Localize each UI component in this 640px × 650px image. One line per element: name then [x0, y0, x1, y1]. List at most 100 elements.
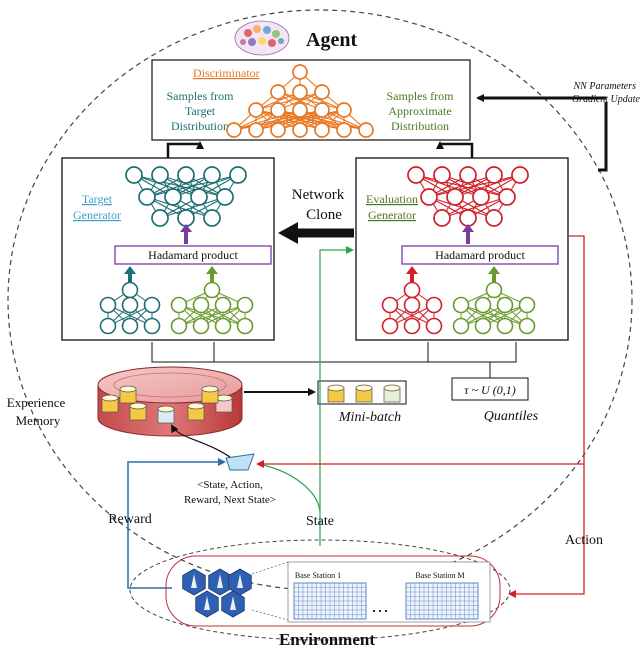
disc-edge [233, 109, 323, 131]
eval-top-edge [428, 174, 521, 198]
discriminator-right-label-3: Distribution [391, 119, 449, 133]
disc-node [358, 122, 374, 138]
disc-node [314, 84, 330, 100]
nn-update-label-1: NN Parameters [573, 81, 637, 92]
mini-batch-sample-top [383, 384, 401, 392]
target-left-node [99, 317, 117, 335]
eval-left-node [425, 317, 443, 335]
target-hadamard-label: Hadamard product [148, 248, 238, 262]
target-right-node [236, 296, 254, 314]
eval-top-node [459, 166, 477, 184]
disc-node [270, 84, 286, 100]
target-top-node [203, 209, 221, 227]
transition-to-memory-arrow [171, 424, 239, 464]
network-clone-label-1: Network [292, 187, 345, 203]
eval-right-node [496, 317, 514, 335]
target-left-node [99, 296, 117, 314]
target-left-node [143, 296, 161, 314]
discriminator-left-label-3: Distribution [171, 119, 229, 133]
disc-node [248, 122, 264, 138]
memory-sample-top [201, 385, 219, 393]
eval-hadamard-arrow-head [462, 224, 474, 232]
agent-title: Agent [306, 29, 357, 51]
target-right-edge [178, 304, 246, 327]
memory-samples [101, 385, 233, 424]
eval-branch-arrow-head [488, 266, 500, 274]
network-clone-arrow-head [278, 222, 298, 244]
disc-node [248, 102, 264, 118]
disc-node [292, 64, 308, 80]
target-right-node [170, 296, 188, 314]
eval-left-node [381, 296, 399, 314]
environment-boundary [129, 539, 511, 641]
mini-batch-sample-top [355, 384, 373, 392]
brain-icon [234, 20, 290, 56]
base-station-tower [191, 574, 197, 588]
eval-left-node [425, 296, 443, 314]
memory-sample-top [187, 402, 205, 410]
state-label: State [306, 514, 334, 529]
state-arrow [319, 246, 354, 546]
target-right-node [170, 317, 188, 335]
eval-top-edge [428, 174, 495, 198]
disc-node [292, 102, 308, 118]
target-right-node [192, 317, 210, 335]
eval-right-node [452, 317, 470, 335]
base-station-ellipsis: … [371, 596, 389, 616]
target-top-edge [146, 174, 239, 198]
target-hadamard-arrow-head [180, 224, 192, 232]
mini-batch-sample-top [327, 384, 345, 392]
action-arrow [508, 235, 585, 598]
experience-memory-label-2: Memory [16, 413, 61, 428]
target-to-discriminator-arrow [166, 141, 204, 158]
action-label: Action [565, 533, 603, 548]
eval-top-node [420, 188, 438, 206]
disc-edge [255, 91, 323, 111]
disc-edge [277, 91, 323, 111]
base-station-tower [217, 574, 223, 588]
disc-edge [233, 109, 301, 131]
target-top-node [151, 166, 169, 184]
target-top-node [190, 188, 208, 206]
generator-input-lines [151, 342, 517, 378]
target-left-node [121, 317, 139, 335]
mini-batch-label: Mini-batch [338, 410, 401, 425]
mini-batch-samples [327, 384, 401, 403]
disc-edge [255, 109, 345, 131]
target-top-node [229, 166, 247, 184]
eval-left-node [403, 296, 421, 314]
eval-top-node [485, 209, 503, 227]
target-top-node [216, 188, 234, 206]
eval-top-node [407, 166, 425, 184]
target-branch-arrow-head [206, 266, 218, 274]
target-top-edge [159, 196, 226, 219]
target-top-node [125, 166, 143, 184]
eval-right-node [518, 296, 536, 314]
disc-node [292, 84, 308, 100]
target-right-node [236, 317, 254, 335]
environment-title: Environment [279, 630, 375, 649]
target-left-node [121, 281, 139, 299]
target-top-node [138, 188, 156, 206]
target-right-node [192, 296, 210, 314]
target-top-edge [172, 174, 239, 198]
eval-left-node [381, 317, 399, 335]
disc-edge [277, 109, 345, 131]
experience-memory-label-1: Experience [7, 395, 66, 410]
target-left-node [121, 296, 139, 314]
evaluation-generator-title-1: Evaluation [366, 192, 418, 206]
quantile-label: Quantiles [484, 409, 539, 424]
target-top-node [151, 209, 169, 227]
nn-update-arrow [598, 102, 608, 172]
eval-right-node [485, 281, 503, 299]
base-station-m-label: Base Station M [415, 571, 464, 580]
discriminator-left-label-2: Target [185, 104, 216, 118]
transition-envelope-icon [225, 453, 255, 471]
memory-sample-top [129, 402, 147, 410]
eval-top-node [459, 209, 477, 227]
base-station-tower [237, 574, 243, 588]
discriminator-right-label-1: Samples from [387, 89, 455, 103]
reward-arrow [127, 458, 226, 589]
